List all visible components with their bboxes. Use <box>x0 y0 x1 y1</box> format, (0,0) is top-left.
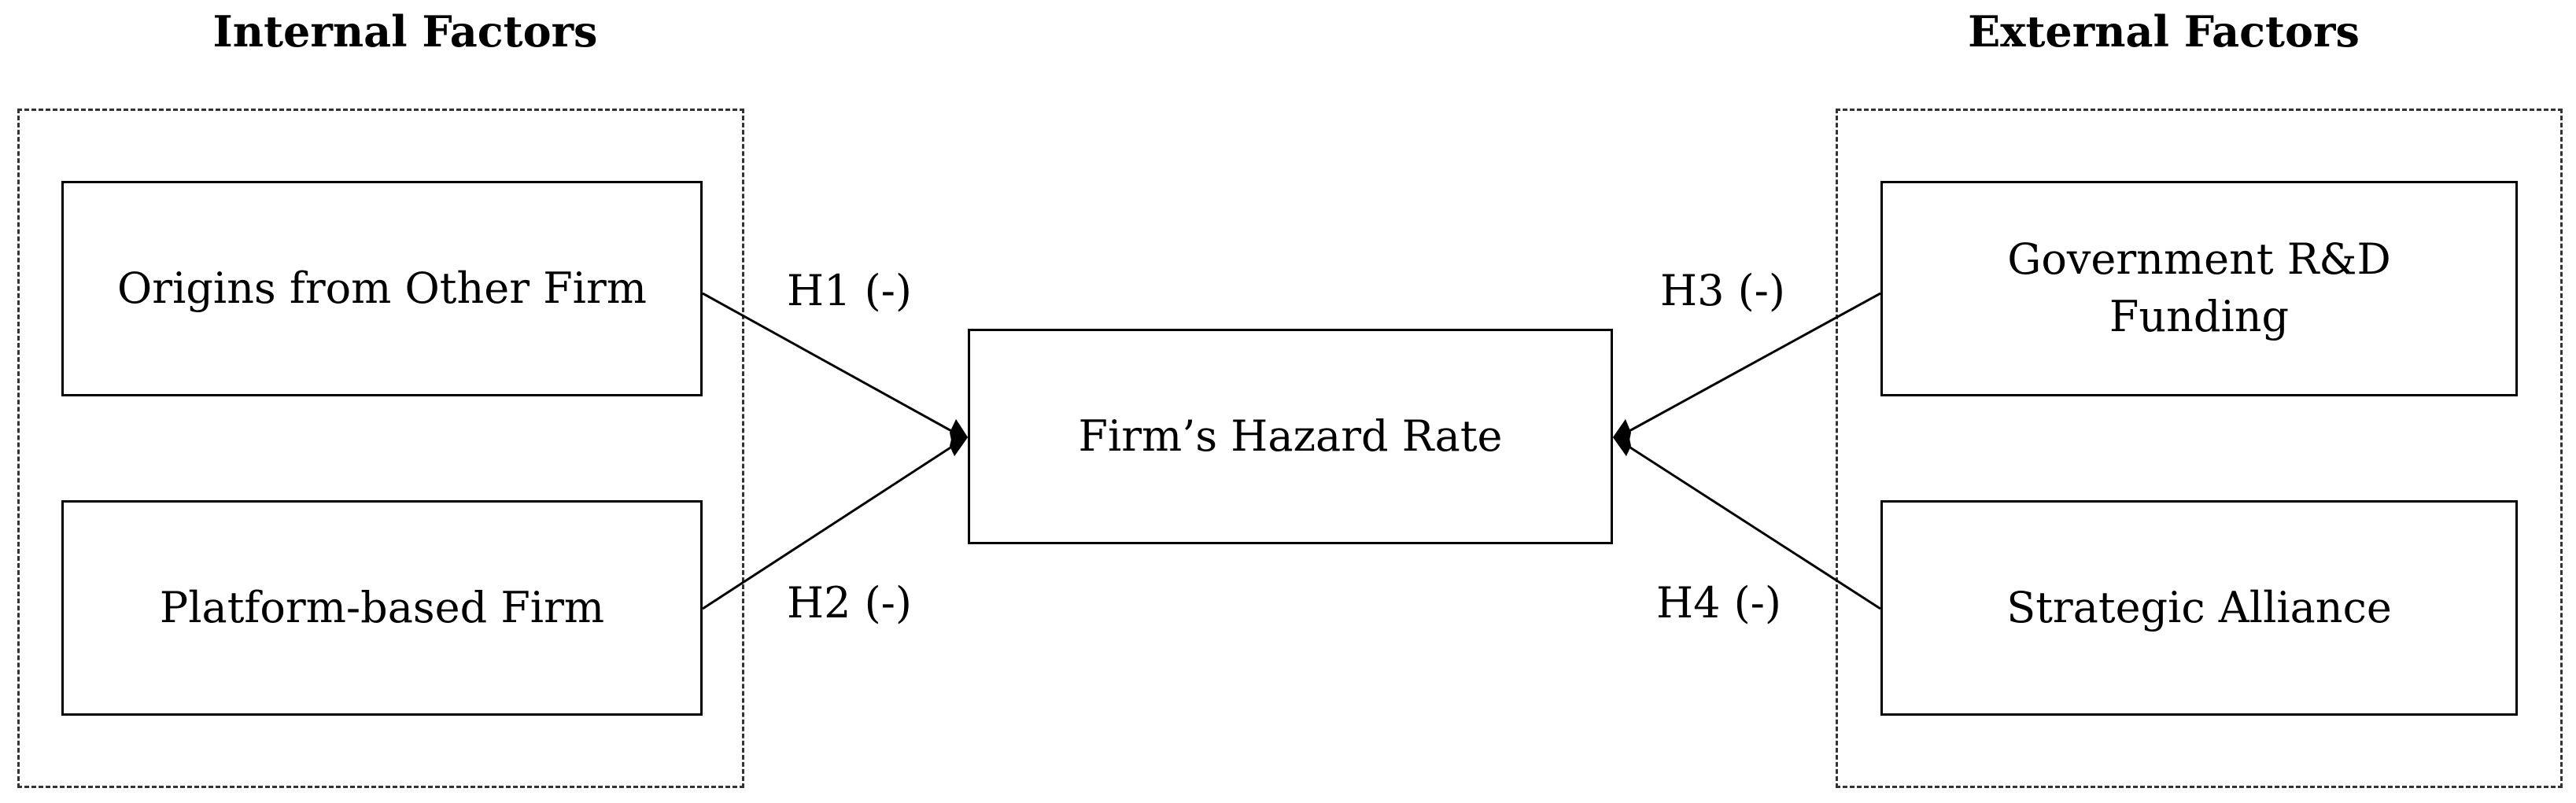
external-factors-heading: External Factors <box>1968 6 2360 57</box>
node-origins-from-other-firm: Origins from Other Firm <box>61 181 703 396</box>
edge-h4-line <box>1618 439 1881 610</box>
node-strategic-alliance: Strategic Alliance <box>1880 500 2518 716</box>
node-firms-hazard-rate: Firm’s Hazard Rate <box>968 329 1613 544</box>
node-government-rd-funding: Government R&D Funding <box>1880 181 2518 396</box>
internal-factors-heading: Internal Factors <box>212 6 598 57</box>
internal-factors-group <box>17 109 744 788</box>
edge-h3-label: H3 (-) <box>1660 266 1785 315</box>
edge-h1-line <box>702 292 962 438</box>
edge-h4-label: H4 (-) <box>1656 578 1781 628</box>
edge-h1-label: H1 (-) <box>787 266 912 315</box>
edge-h3-line <box>1618 292 1881 438</box>
external-factors-group <box>1836 109 2563 788</box>
node-platform-based-firm: Platform-based Firm <box>61 500 703 716</box>
edge-h2-line <box>702 439 962 610</box>
edge-h2-arrowhead <box>950 419 968 456</box>
edge-h4-arrowhead <box>1613 419 1631 456</box>
edge-h2-label: H2 (-) <box>787 578 912 628</box>
